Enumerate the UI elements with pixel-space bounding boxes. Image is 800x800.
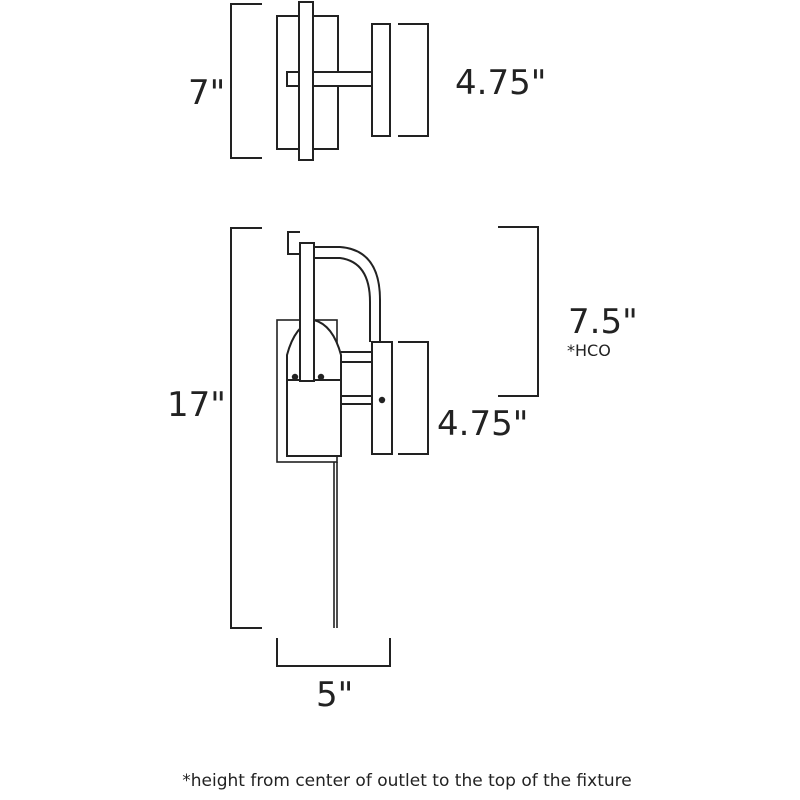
side-view: 17" 7.5" *HCO 4.75" 5" <box>167 226 638 715</box>
connector-rod-upper <box>341 351 372 363</box>
top-vertical-arm <box>298 1 314 161</box>
hco-note: *HCO <box>567 341 611 360</box>
screw-left <box>291 373 299 381</box>
top-horizontal-arm <box>312 71 373 87</box>
side-height-label: 17" <box>167 385 226 425</box>
top-hook <box>287 231 300 255</box>
connector-rod-lower <box>341 395 372 405</box>
top-backplate <box>371 23 391 137</box>
top-height-label: 7" <box>188 73 225 113</box>
shade-cylinder <box>286 379 342 457</box>
curved-arm <box>314 246 381 342</box>
screw-right <box>317 373 325 381</box>
backplate-screw <box>378 396 386 404</box>
top-view: 7" 4.75" <box>188 1 546 161</box>
width-bracket <box>276 638 391 667</box>
top-depth-label: 4.75" <box>455 63 546 103</box>
top-connector-block <box>286 71 300 87</box>
side-backplate-label: 4.75" <box>437 404 528 444</box>
footnote: *height from center of outlet to the top… <box>182 771 631 791</box>
top-height-bracket <box>230 3 262 159</box>
hco-label: 7.5" <box>568 302 638 342</box>
side-backplate-bracket <box>398 341 429 455</box>
hco-bracket <box>498 226 539 397</box>
curved-arm-inner <box>314 257 371 342</box>
top-depth-bracket <box>398 23 429 137</box>
side-height-bracket <box>230 227 262 629</box>
side-vertical-arm <box>299 242 315 382</box>
width-label: 5" <box>316 675 353 715</box>
